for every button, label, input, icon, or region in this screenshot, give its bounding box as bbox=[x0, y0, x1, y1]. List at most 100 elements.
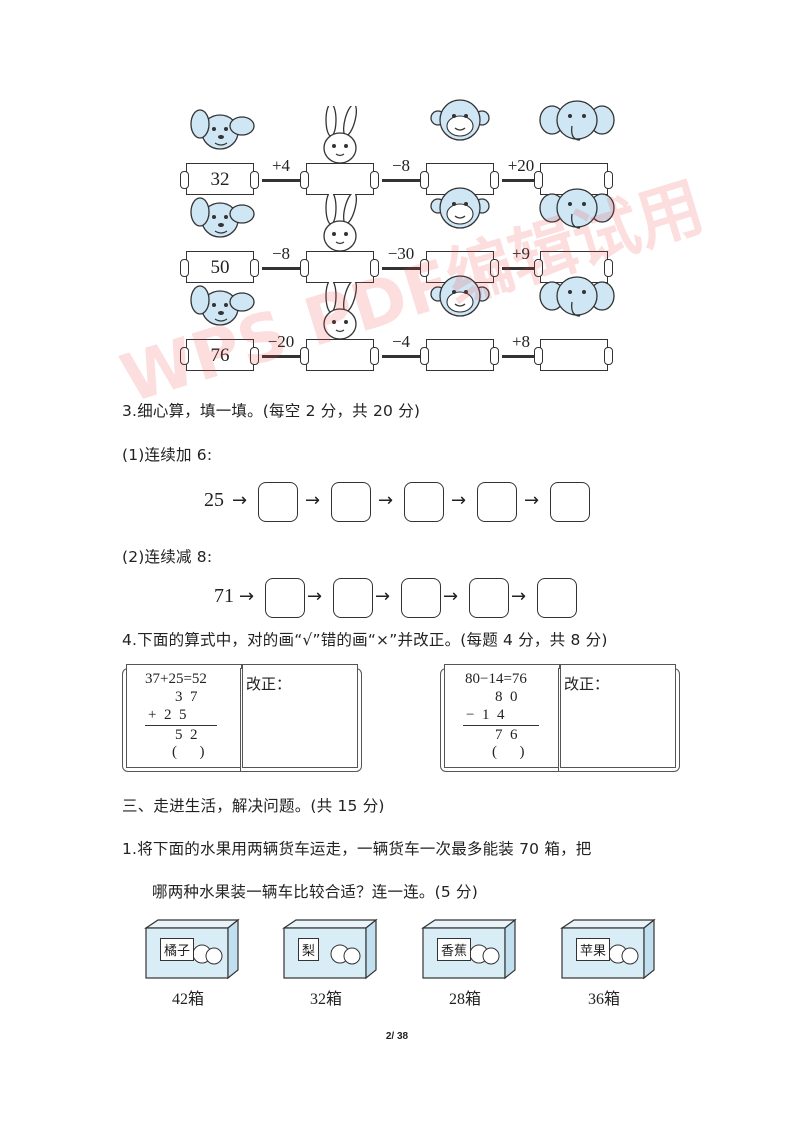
arrow-icon: → bbox=[232, 490, 248, 511]
dog-icon bbox=[184, 100, 256, 162]
q3-sub2: (2)连续减 8: bbox=[122, 548, 213, 566]
q3-sub1: (1)连续加 6: bbox=[122, 446, 213, 464]
q3-start1: 25 bbox=[204, 489, 224, 511]
start-board: 32 bbox=[186, 163, 254, 195]
operation-line bbox=[262, 267, 300, 270]
hand bbox=[604, 171, 613, 189]
answer-board[interactable] bbox=[540, 339, 608, 371]
answer-box[interactable] bbox=[469, 578, 509, 618]
hand bbox=[534, 171, 543, 189]
left-line1: 3 7 bbox=[175, 689, 198, 705]
box-count: 42箱 bbox=[172, 991, 205, 1008]
q4-heading: 4.下面的算式中，对的画“√”错的画“×”并改正。(每题 4 分，共 8 分) bbox=[122, 631, 608, 649]
answer-box[interactable] bbox=[404, 482, 444, 522]
hand bbox=[490, 171, 499, 189]
arrow-icon: → bbox=[378, 490, 394, 511]
right-line3: 7 6 bbox=[495, 727, 518, 743]
hand bbox=[180, 259, 189, 277]
answer-box[interactable] bbox=[265, 578, 305, 618]
hand bbox=[250, 259, 259, 277]
hand bbox=[604, 347, 613, 365]
monkey-icon bbox=[424, 270, 496, 326]
fruit-label: 香蕉 bbox=[437, 938, 472, 961]
crate-icon bbox=[144, 918, 240, 980]
q3-start2: 71 bbox=[214, 585, 234, 607]
elephant-icon bbox=[538, 270, 616, 326]
operation-label: +4 bbox=[271, 156, 291, 175]
fruit-box bbox=[144, 918, 240, 984]
section3-q1-line2: 哪两种水果装一辆车比较合适？连一连。(5 分) bbox=[152, 883, 478, 901]
hand bbox=[180, 347, 189, 365]
answer-board[interactable] bbox=[306, 163, 374, 195]
fruit-label: 梨 bbox=[298, 938, 320, 961]
answer-board[interactable] bbox=[426, 339, 494, 371]
fruit-label: 苹果 bbox=[576, 938, 611, 961]
q3-heading: 3.细心算，填一填。(每空 2 分，共 20 分) bbox=[122, 402, 421, 420]
operation-label: +9 bbox=[511, 244, 531, 263]
monkey-icon bbox=[424, 94, 496, 150]
answer-box[interactable] bbox=[401, 578, 441, 618]
start-board: 50 bbox=[186, 251, 254, 283]
fruit-box bbox=[282, 918, 378, 984]
dog-icon bbox=[184, 276, 256, 338]
left-line2: + 2 5 bbox=[148, 707, 187, 723]
answer-box[interactable] bbox=[331, 482, 371, 522]
hand bbox=[420, 347, 429, 365]
left-line3: 5 2 bbox=[175, 727, 198, 743]
elephant-icon bbox=[538, 94, 616, 150]
arrow-icon: → bbox=[307, 586, 323, 607]
left-correct-label: 改正： bbox=[246, 677, 292, 693]
operation-label: −8 bbox=[271, 244, 291, 263]
hand bbox=[490, 259, 499, 277]
arrow-icon: → bbox=[239, 586, 255, 607]
operation-label: +8 bbox=[511, 332, 531, 351]
operation-line bbox=[382, 355, 420, 358]
hand bbox=[250, 171, 259, 189]
hand bbox=[604, 259, 613, 277]
operation-line bbox=[382, 179, 420, 182]
hand bbox=[250, 347, 259, 365]
hand bbox=[300, 171, 309, 189]
dog-icon bbox=[184, 188, 256, 250]
hand bbox=[420, 171, 429, 189]
elephant-icon bbox=[538, 182, 616, 238]
crate-icon bbox=[560, 918, 656, 980]
box-count: 28箱 bbox=[449, 991, 482, 1008]
hand bbox=[534, 347, 543, 365]
arrow-icon: → bbox=[305, 490, 321, 511]
answer-board[interactable] bbox=[306, 251, 374, 283]
operation-label: +20 bbox=[507, 156, 535, 175]
answer-box[interactable] bbox=[537, 578, 577, 618]
operation-line bbox=[382, 267, 420, 270]
operation-label: −30 bbox=[387, 244, 415, 263]
hand bbox=[300, 259, 309, 277]
hand bbox=[534, 259, 543, 277]
right-line2: − 1 4 bbox=[466, 707, 505, 723]
operation-line bbox=[262, 355, 300, 358]
operation-label: −8 bbox=[391, 156, 411, 175]
left-equation: 37+25=52 bbox=[145, 671, 207, 687]
operation-label: −4 bbox=[391, 332, 411, 351]
arrow-icon: → bbox=[451, 490, 467, 511]
answer-board[interactable] bbox=[306, 339, 374, 371]
arrow-icon: → bbox=[524, 490, 540, 511]
hand bbox=[180, 171, 189, 189]
hand bbox=[370, 259, 379, 277]
start-board: 76 bbox=[186, 339, 254, 371]
answer-box[interactable] bbox=[477, 482, 517, 522]
operation-line bbox=[262, 179, 300, 182]
left-mark: ( ) bbox=[172, 744, 205, 760]
answer-box[interactable] bbox=[333, 578, 373, 618]
answer-box[interactable] bbox=[550, 482, 590, 522]
rabbit-icon bbox=[304, 191, 376, 260]
right-mark: ( ) bbox=[492, 744, 525, 760]
arrow-icon: → bbox=[443, 586, 459, 607]
answer-box[interactable] bbox=[258, 482, 298, 522]
box-count: 36箱 bbox=[588, 991, 621, 1008]
monkey-icon bbox=[424, 182, 496, 238]
hand bbox=[490, 347, 499, 365]
operation-line bbox=[502, 179, 540, 182]
hand bbox=[370, 347, 379, 365]
arrow-icon: → bbox=[511, 586, 527, 607]
right-equation: 80−14=76 bbox=[465, 671, 527, 687]
